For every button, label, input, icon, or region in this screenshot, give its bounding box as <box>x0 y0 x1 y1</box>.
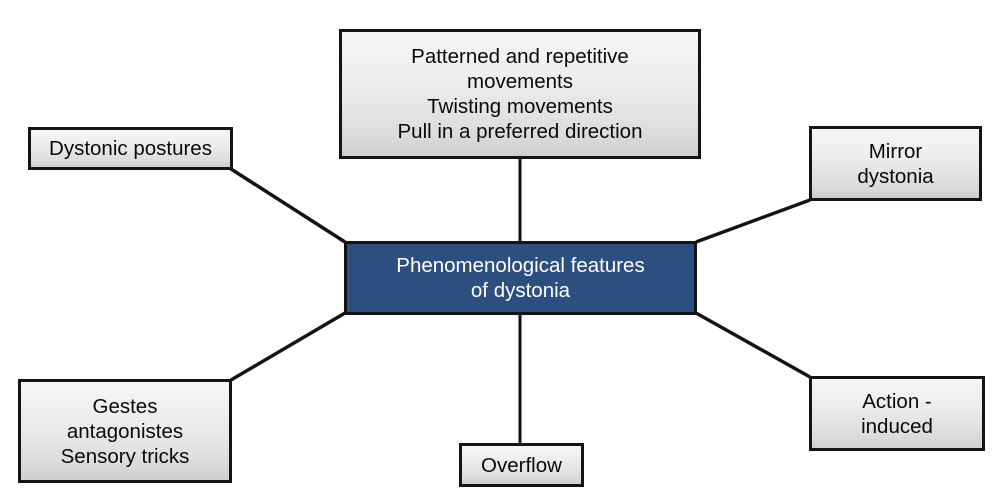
node-dystonic-postures: Dystonic postures <box>28 127 233 170</box>
connector-center-to-action-induced <box>695 311 811 379</box>
node-overflow: Overflow <box>459 443 584 487</box>
node-action-induced-label: Action - induced <box>861 389 933 438</box>
node-gestes-antagonistes-sensory-tricks-label: Gestes antagonistes Sensory tricks <box>60 394 190 468</box>
node-mirror-dystonia: Mirror dystonia <box>809 126 982 201</box>
node-overflow-label: Overflow <box>481 453 562 477</box>
node-mirror-dystonia-label: Mirror dystonia <box>857 139 934 188</box>
connector-center-to-mirror-dystonia <box>695 198 811 244</box>
node-gestes-antagonistes-sensory-tricks: Gestes antagonistes Sensory tricks <box>18 379 232 483</box>
node-dystonic-postures-label: Dystonic postures <box>49 137 212 160</box>
connector-center-to-dystonic-postures <box>230 167 346 244</box>
node-patterned-repetitive-movements: Patterned and repetitive movements Twist… <box>339 29 701 159</box>
connector-center-to-gestes <box>230 311 346 382</box>
node-patterned-repetitive-movements-label: Patterned and repetitive movements Twist… <box>397 45 643 143</box>
node-phenomenological-features-of-dystonia-label: Phenomenological features of dystonia <box>396 254 645 302</box>
node-action-induced: Action - induced <box>809 376 985 451</box>
node-phenomenological-features-of-dystonia: Phenomenological features of dystonia <box>344 241 697 315</box>
